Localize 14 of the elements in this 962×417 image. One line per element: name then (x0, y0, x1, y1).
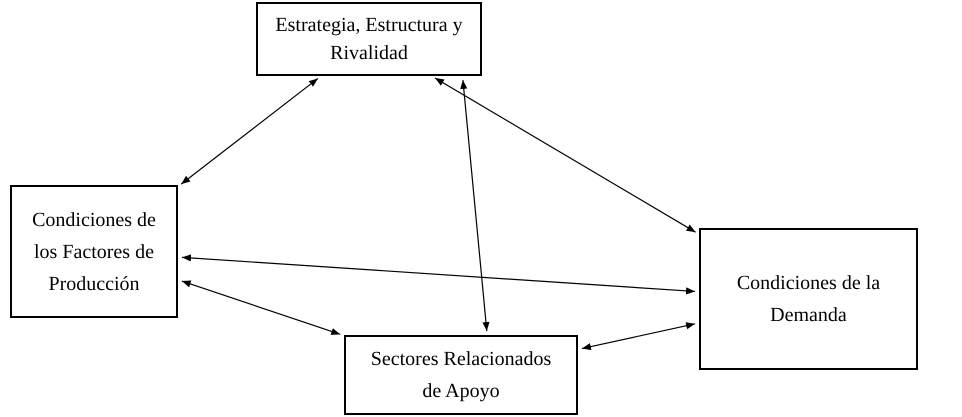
box-label: Sectores Relacionados de Apoyo (370, 347, 552, 404)
double-arrow (434, 78, 696, 233)
box-label: Condiciones de la Demanda (736, 271, 882, 328)
double-arrow (460, 80, 490, 332)
process-box (10, 185, 178, 318)
double-arrow (182, 280, 340, 335)
process-box (699, 228, 918, 370)
box-label: Estrategia, Estructura y Rivalidad (274, 13, 464, 66)
double-arrow (180, 78, 318, 185)
double-arrow (182, 254, 696, 294)
process-box (344, 335, 578, 415)
box-label: Condiciones de los Factores de Producción (31, 208, 157, 296)
process-box (256, 2, 482, 76)
double-arrow (582, 322, 696, 350)
